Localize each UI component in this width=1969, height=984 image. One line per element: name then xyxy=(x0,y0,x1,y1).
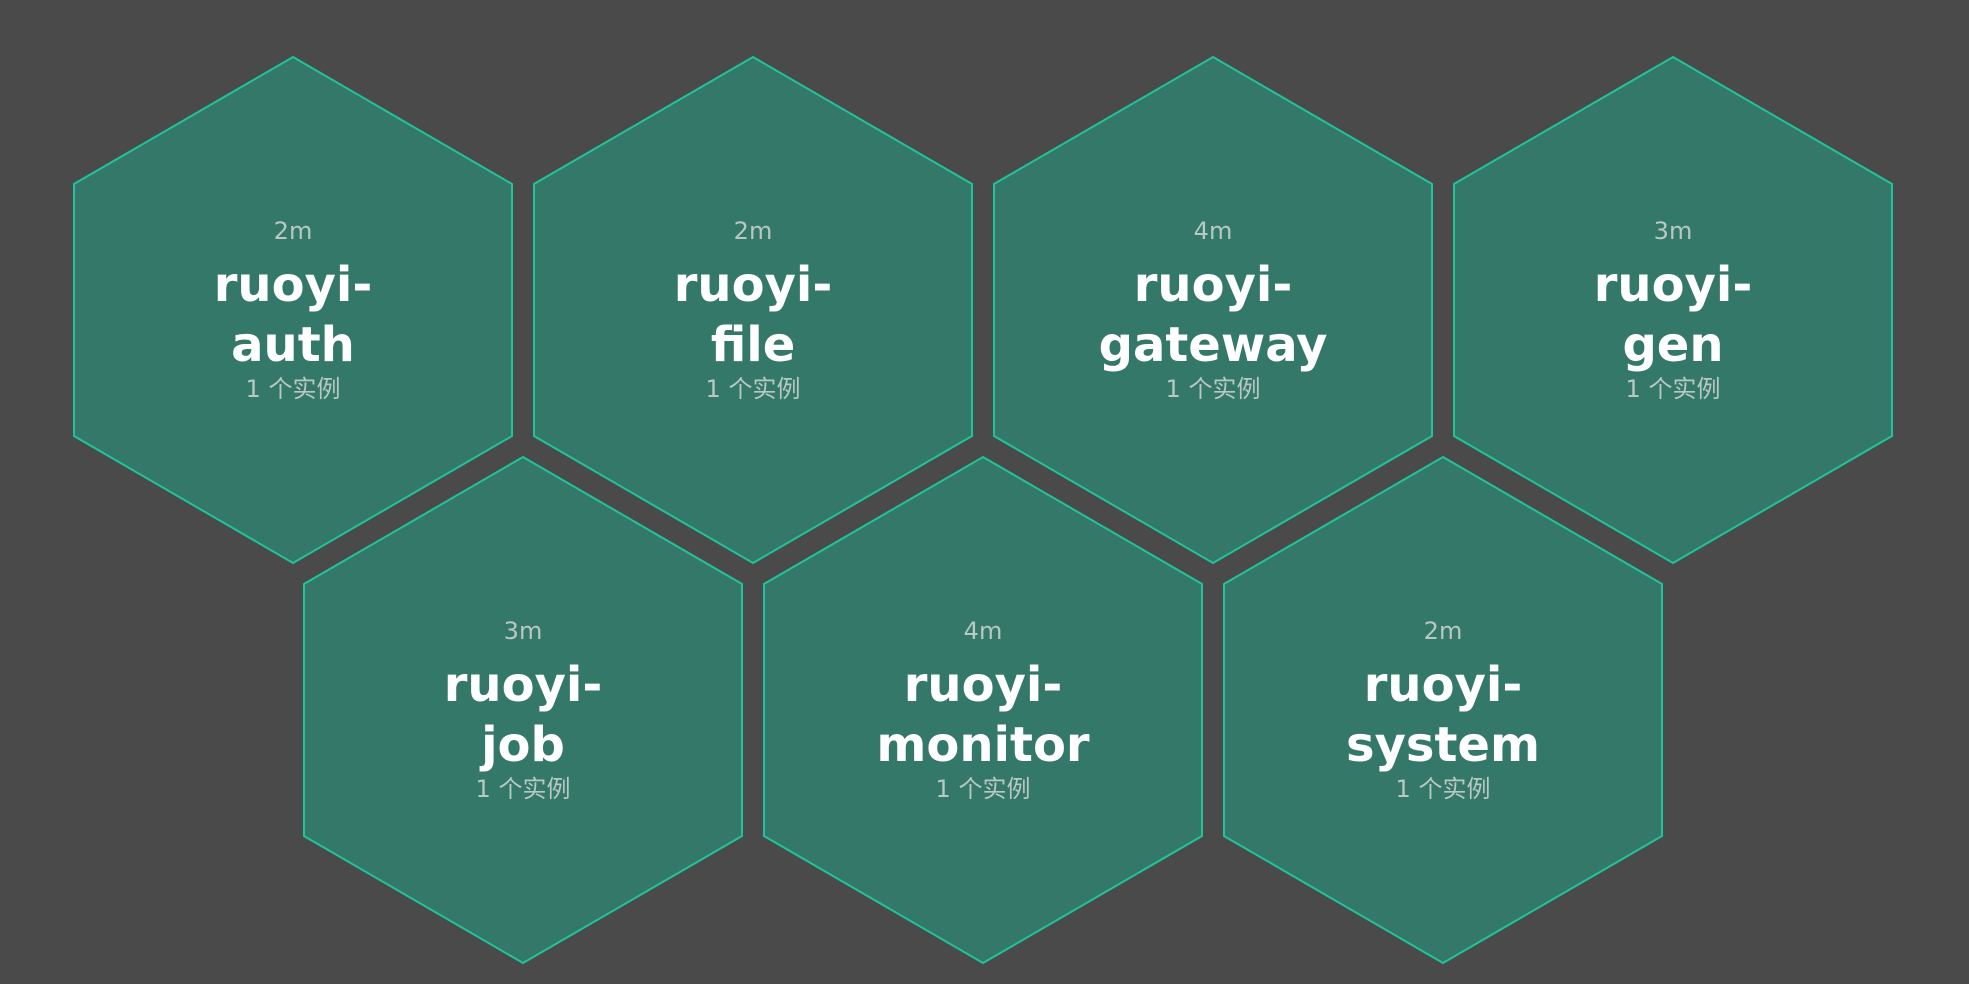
service-instance-count: 1 个实例 xyxy=(245,375,341,403)
service-name: ruoyi- job xyxy=(444,655,602,775)
hexagon-shape xyxy=(1223,455,1663,965)
service-instance-count: 1 个实例 xyxy=(1625,375,1721,403)
service-name-line2: system xyxy=(1346,717,1540,773)
service-name-line1: ruoyi- xyxy=(1133,257,1293,313)
service-tile-ruoyi-monitor[interactable]: 4m ruoyi- monitor 1 个实例 xyxy=(763,455,1203,965)
service-name-line2: job xyxy=(481,717,565,773)
service-name-line1: ruoyi- xyxy=(1363,657,1523,713)
service-name: ruoyi- auth xyxy=(214,255,372,375)
service-instance-count: 1 个实例 xyxy=(935,775,1031,803)
service-instance-count: 1 个实例 xyxy=(475,775,571,803)
service-name-line2: file xyxy=(710,317,796,373)
service-age: 2m xyxy=(1423,617,1463,645)
service-tile-ruoyi-gateway[interactable]: 4m ruoyi- gateway 1 个实例 xyxy=(993,55,1433,565)
service-name-line2: monitor xyxy=(876,717,1090,773)
service-tile-ruoyi-system[interactable]: 2m ruoyi- system 1 个实例 xyxy=(1223,455,1663,965)
hexagon-shape xyxy=(993,55,1433,565)
service-age: 2m xyxy=(733,217,773,245)
service-age: 3m xyxy=(503,617,543,645)
hexagon-shape xyxy=(303,455,743,965)
service-name: ruoyi- system xyxy=(1346,655,1540,775)
service-tile-ruoyi-gen[interactable]: 3m ruoyi- gen 1 个实例 xyxy=(1453,55,1893,565)
service-name: ruoyi- monitor xyxy=(876,655,1089,775)
service-instance-count: 1 个实例 xyxy=(1395,775,1491,803)
service-age: 2m xyxy=(273,217,313,245)
service-tile-ruoyi-job[interactable]: 3m ruoyi- job 1 个实例 xyxy=(303,455,743,965)
service-name: ruoyi- gen xyxy=(1594,255,1752,375)
service-name-line2: gateway xyxy=(1098,317,1328,373)
service-name: ruoyi- gateway xyxy=(1099,255,1328,375)
service-name-line1: ruoyi- xyxy=(903,657,1063,713)
service-instance-count: 1 个实例 xyxy=(705,375,801,403)
service-name-line2: auth xyxy=(231,317,355,373)
hexagon-shape xyxy=(533,55,973,565)
service-name: ruoyi- file xyxy=(674,255,832,375)
service-age: 4m xyxy=(963,617,1003,645)
service-tile-ruoyi-auth[interactable]: 2m ruoyi- auth 1 个实例 xyxy=(73,55,513,565)
hexagon-shape xyxy=(763,455,1203,965)
service-name-line1: ruoyi- xyxy=(443,657,603,713)
hexagon-shape xyxy=(1453,55,1893,565)
service-tile-ruoyi-file[interactable]: 2m ruoyi- file 1 个实例 xyxy=(533,55,973,565)
service-age: 4m xyxy=(1193,217,1233,245)
service-name-line1: ruoyi- xyxy=(1593,257,1753,313)
service-age: 3m xyxy=(1653,217,1693,245)
service-name-line1: ruoyi- xyxy=(213,257,373,313)
service-name-line2: gen xyxy=(1622,317,1724,373)
hexagon-shape xyxy=(73,55,513,565)
service-instance-count: 1 个实例 xyxy=(1165,375,1261,403)
service-name-line1: ruoyi- xyxy=(673,257,833,313)
